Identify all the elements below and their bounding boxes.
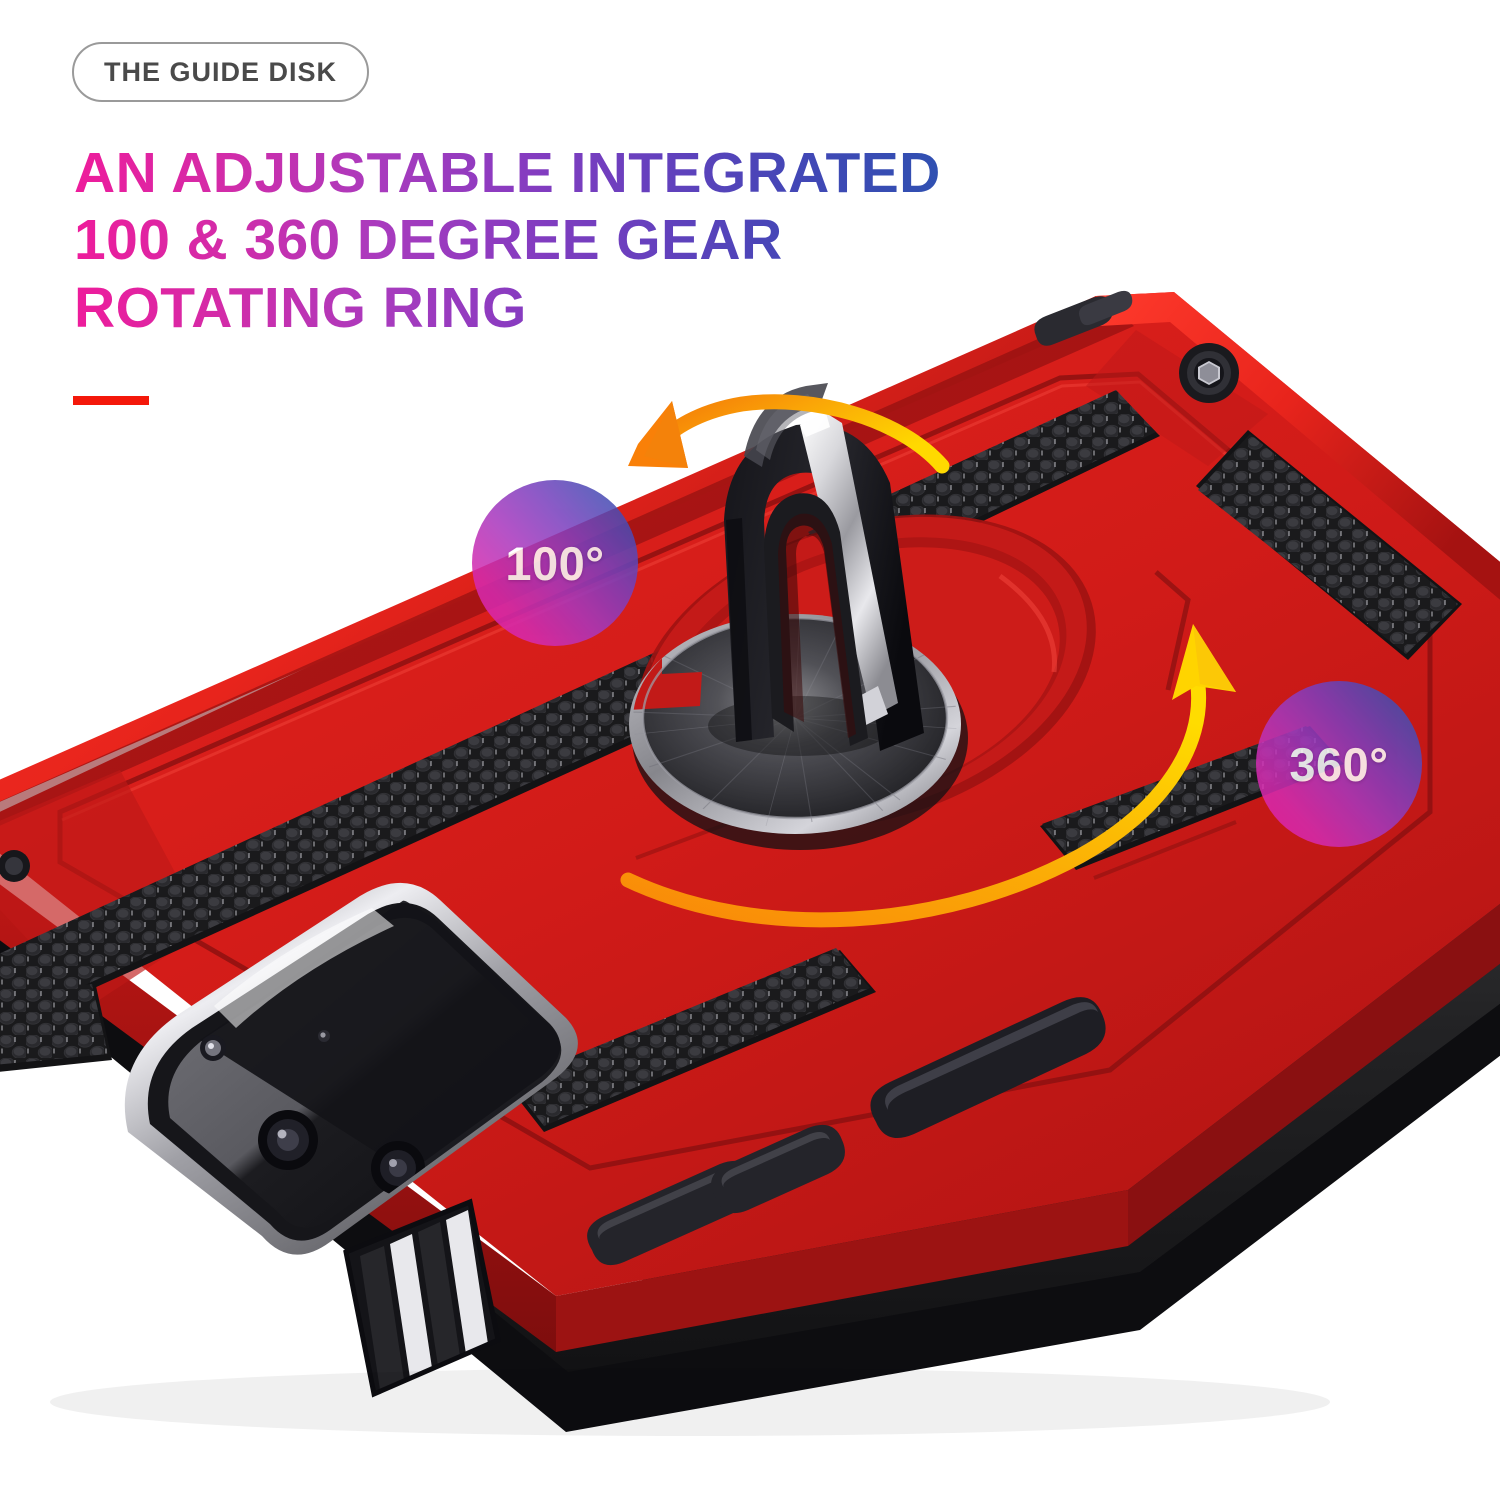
honeycomb-strip-top-left [0, 616, 790, 1031]
case-engraved-line-2 [1093, 820, 1237, 880]
honeycomb-strip-far-left [0, 984, 112, 1072]
screw-hex-detail [1179, 343, 1239, 403]
callout-badge-100-label: 100° [505, 536, 605, 590]
callout-badge-360-label: 360° [1289, 737, 1389, 791]
case-bottom-right-wall [556, 1190, 1128, 1352]
case-engraved-line-1 [1154, 570, 1191, 691]
honeycomb-strip-right [1196, 430, 1462, 660]
page-title-line-2: 100 & 360 DEGREE GEAR [74, 207, 1054, 274]
case-right-side-wall [1128, 903, 1500, 1246]
speaker-grille [343, 1198, 501, 1398]
callout-badge-100-degree: 100° [472, 480, 638, 646]
button-power [870, 997, 1106, 1138]
case-black-bottom-edge [0, 908, 1500, 1432]
guide-disk [629, 612, 968, 850]
honeycomb-strip-lower-middle [508, 948, 876, 1132]
top-edge-hardware [0, 290, 1239, 882]
case-upper-right-rim [1096, 292, 1500, 600]
phone-case-body [0, 290, 1500, 1436]
finger-ring-kickstand [708, 383, 924, 756]
page-title-line-1: AN ADJUSTABLE INTEGRATED [74, 140, 1054, 207]
arrow-360-degree [620, 624, 1236, 928]
section-badge-label: THE GUIDE DISK [104, 56, 338, 87]
case-chamfer-topright [1086, 330, 1268, 466]
page-title: AN ADJUSTABLE INTEGRATED 100 & 360 DEGRE… [74, 140, 1054, 342]
case-inner-plateau [57, 371, 1433, 1171]
side-buttons [587, 997, 1106, 1266]
callout-badge-360-degree: 360° [1256, 681, 1422, 847]
page-title-line-3: ROTATING RING [74, 275, 1054, 342]
button-top-2 [1079, 290, 1133, 326]
title-accent-rule [73, 396, 149, 405]
button-secondary [711, 1124, 845, 1214]
section-badge: THE GUIDE DISK [72, 42, 370, 102]
arrow-100-degree [628, 394, 950, 474]
